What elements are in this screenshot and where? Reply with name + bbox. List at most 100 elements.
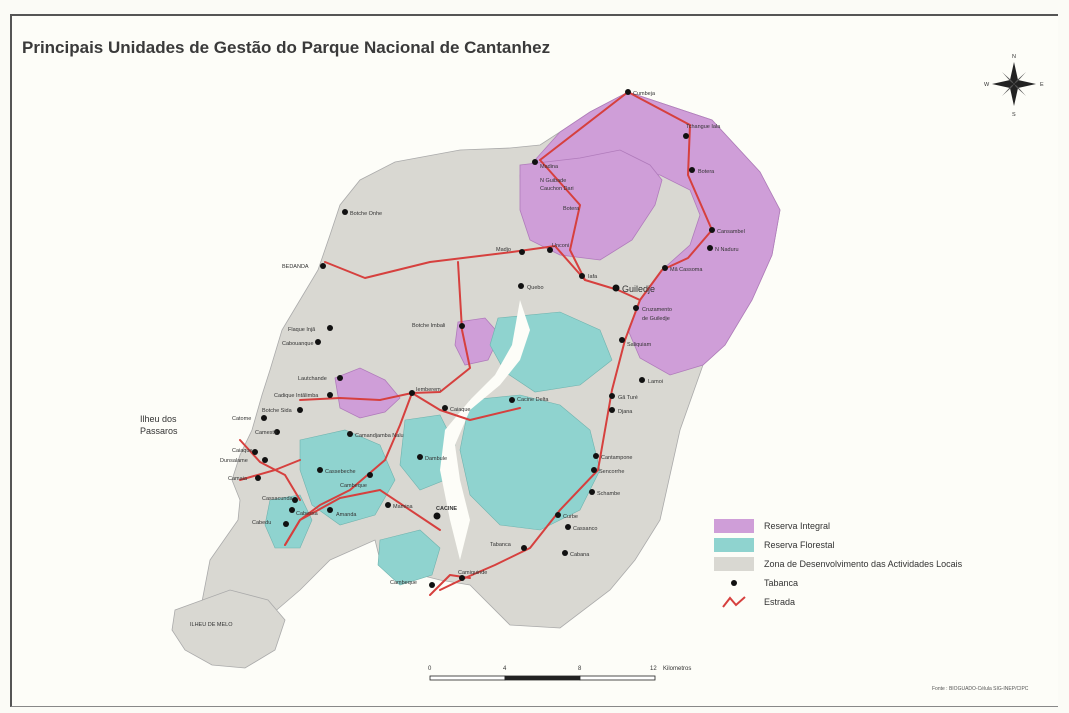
svg-text:Botche Imbali: Botche Imbali [412, 323, 445, 329]
svg-text:Lamoi: Lamoi [648, 379, 663, 385]
svg-text:Caiaque: Caiaque [232, 448, 253, 454]
svg-text:Lautchande: Lautchande [298, 376, 327, 382]
village-label: Cauchon Dari [540, 186, 574, 192]
village: Cumbeja [625, 89, 656, 97]
village: Madjo [496, 247, 525, 255]
svg-text:4: 4 [503, 666, 507, 672]
village-label: Botera [563, 206, 580, 212]
svg-text:Cantampone: Cantampone [601, 455, 633, 461]
map-title: Principais Unidades de Gestão do Parque … [22, 38, 551, 57]
svg-text:S: S [1012, 112, 1016, 118]
svg-text:Cabouanque: Cabouanque [282, 341, 314, 347]
village: Cabouanque [282, 339, 321, 347]
svg-text:Cassebeche: Cassebeche [325, 469, 356, 475]
svg-text:W: W [984, 82, 990, 88]
village: Cacine Delta [509, 397, 549, 403]
svg-text:E: E [1040, 82, 1044, 88]
legend-label: Reserva Florestal [764, 539, 835, 550]
village: Cabana [562, 550, 590, 558]
village: Camandjamba Nalu [347, 431, 404, 439]
ilheu-melo-label: ILHEU DE MELO [190, 622, 233, 628]
svg-text:Cassanco: Cassanco [573, 526, 597, 532]
svg-text:CACINE: CACINE [436, 506, 457, 512]
svg-text:Camaia: Camaia [228, 476, 248, 482]
svg-text:Cabessa: Cabessa [296, 511, 319, 517]
village: Mamina [385, 502, 414, 510]
svg-text:N Naduru: N Naduru [715, 247, 739, 253]
svg-text:Cansambel: Cansambel [717, 229, 745, 235]
svg-text:Djana: Djana [618, 409, 633, 415]
ilheu-passaros-label-2: Passaros [140, 426, 178, 436]
village: Dambule [417, 454, 447, 462]
village: Caiaque [232, 448, 258, 455]
roads [239, 91, 713, 596]
svg-text:Unconi: Unconi [552, 243, 569, 249]
village: Mã Cassoma [662, 265, 703, 273]
village: Tabanca [490, 542, 527, 551]
village: Botche Onhe [342, 209, 382, 217]
estuary [440, 300, 530, 560]
village: Lautchande [298, 375, 343, 382]
village: Dunsalame [220, 457, 268, 464]
svg-text:Quebo: Quebo [527, 285, 544, 291]
legend-item-estrada: Estrada [714, 592, 962, 611]
village: Cassacunda [262, 496, 298, 503]
village: Iemberem [409, 387, 441, 396]
svg-text:Cadique Intãlimba: Cadique Intãlimba [274, 393, 319, 399]
svg-text:Tchangue Iala: Tchangue Iala [686, 124, 721, 130]
village: Schambe [589, 489, 620, 497]
village: Camiquinde [458, 570, 487, 581]
village: Curbe [555, 512, 578, 520]
village: Amanda [327, 507, 357, 518]
village: Camaia [228, 475, 261, 482]
svg-text:Madjo: Madjo [496, 247, 511, 253]
village: Quebo [518, 283, 544, 291]
village: Camesté [255, 429, 280, 436]
svg-text:Iemberem: Iemberem [416, 387, 441, 393]
village: Cambeque [390, 580, 435, 588]
svg-text:Mamina: Mamina [393, 504, 414, 510]
village: Cabessa [289, 507, 319, 517]
svg-text:0: 0 [428, 666, 432, 672]
svg-text:Camiquinde: Camiquinde [458, 570, 487, 576]
legend-item-tabanca: Tabanca [714, 573, 962, 592]
legend-swatch [714, 518, 754, 533]
village: Flaque Injã [288, 325, 333, 333]
svg-text:Tabanca: Tabanca [490, 542, 512, 548]
svg-text:BEDANDA: BEDANDA [282, 264, 309, 270]
village: Cantampone [593, 453, 633, 461]
svg-text:Cabana: Cabana [570, 552, 590, 558]
village: Tchangue Iala [683, 124, 721, 139]
svg-text:Iafa: Iafa [588, 274, 598, 280]
svg-text:8: 8 [578, 666, 582, 672]
svg-text:Catome: Catome [232, 416, 251, 422]
svg-text:Botche Sida: Botche Sida [262, 408, 293, 414]
legend-swatch [714, 537, 754, 552]
villages: Cumbeja Tchangue Iala Botera Madina N Gu… [220, 89, 745, 588]
svg-text:Sencorrhe: Sencorrhe [599, 469, 624, 475]
svg-text:Cabedu: Cabedu [252, 520, 271, 526]
land-ilheu-melo [171, 589, 286, 669]
svg-text:Cassacunda: Cassacunda [262, 496, 294, 502]
svg-text:Cambeque: Cambeque [390, 580, 417, 586]
village: Catome [232, 415, 267, 422]
svg-text:N: N [1012, 54, 1016, 60]
svg-text:Gã Turé: Gã Turé [618, 395, 638, 401]
village: Botera [689, 167, 715, 175]
legend-item-reserva-integral: Reserva Integral [714, 516, 962, 535]
village: Cansambel [709, 227, 745, 235]
village: Cruzamento [633, 305, 672, 313]
svg-text:Dambule: Dambule [425, 456, 447, 462]
svg-text:12: 12 [650, 666, 657, 672]
scale-bar: 0 4 8 12 Kilometros [428, 666, 691, 681]
village: Cadique Intãlimba [274, 392, 333, 399]
village: Botche Imbali [412, 323, 465, 329]
svg-text:Saliquiam: Saliquiam [627, 342, 652, 348]
village: Sencorrhe [591, 467, 624, 475]
legend-label: Zona de Desenvolvimento das Actividades … [764, 558, 963, 569]
svg-text:Schambe: Schambe [597, 491, 620, 497]
village: N Naduru [707, 245, 739, 253]
svg-text:Cruzamento: Cruzamento [642, 307, 672, 313]
svg-text:Flaque Injã: Flaque Injã [288, 327, 316, 333]
